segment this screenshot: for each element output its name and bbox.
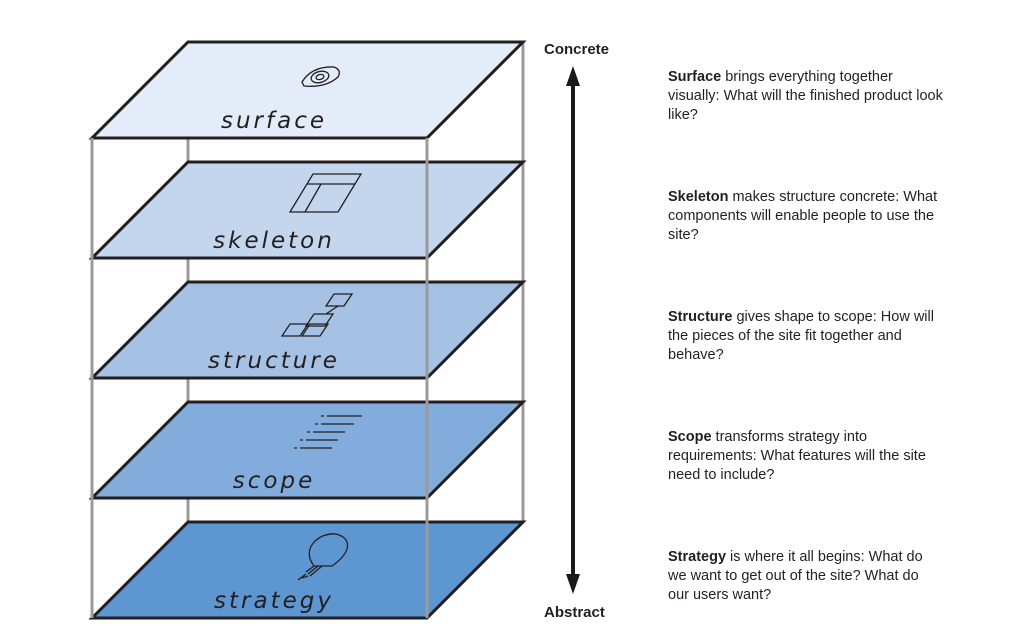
front-posts	[90, 138, 429, 618]
plane-skeleton-label: skeleton	[213, 228, 335, 254]
wireframe-icon	[288, 173, 363, 213]
skeleton-text: makes structure concrete: What component…	[668, 189, 938, 244]
plane-scope-label: scope	[233, 468, 315, 494]
surface-text: brings everything together visually: Wha…	[668, 69, 943, 124]
strategy-term: Strategy	[668, 549, 727, 565]
planes-stack: strategy scope structure skeleton surface	[88, 40, 527, 620]
scope-description: Scope transforms strategy into requireme…	[668, 428, 943, 486]
concrete-abstract-arrow	[566, 66, 580, 594]
sitemap-icon	[280, 293, 354, 337]
plane-surface: surface	[88, 40, 527, 140]
strategy-description: Strategy is where it all begins: What do…	[668, 548, 943, 606]
structure-term: Structure	[668, 309, 733, 325]
eye-icon	[301, 66, 340, 87]
surface-term: Surface	[668, 69, 722, 85]
plane-strategy-label: strategy	[214, 588, 334, 614]
scope-text: transforms strategy into requirements: W…	[668, 429, 926, 484]
list-icon	[294, 415, 362, 449]
skeleton-description: Skeleton makes structure concrete: What …	[668, 188, 943, 246]
strategy-text: is where it all begins: What do we want …	[668, 549, 923, 604]
plane-surface-label: surface	[221, 108, 327, 134]
skeleton-term: Skeleton	[668, 189, 729, 205]
structure-text: gives shape to scope: How will the piece…	[668, 309, 934, 364]
plane-structure-label: structure	[208, 348, 340, 374]
plane-skeleton: skeleton	[88, 160, 527, 260]
surface-description: Surface brings everything together visua…	[668, 68, 943, 126]
plane-structure: structure	[88, 280, 527, 380]
structure-description: Structure gives shape to scope: How will…	[668, 308, 943, 366]
abstract-label: Abstract	[544, 604, 605, 621]
plane-strategy: strategy	[88, 520, 527, 620]
scope-term: Scope	[668, 429, 712, 445]
plane-scope: scope	[88, 400, 527, 500]
concrete-label: Concrete	[544, 41, 610, 58]
lightbulb-icon	[297, 533, 349, 581]
